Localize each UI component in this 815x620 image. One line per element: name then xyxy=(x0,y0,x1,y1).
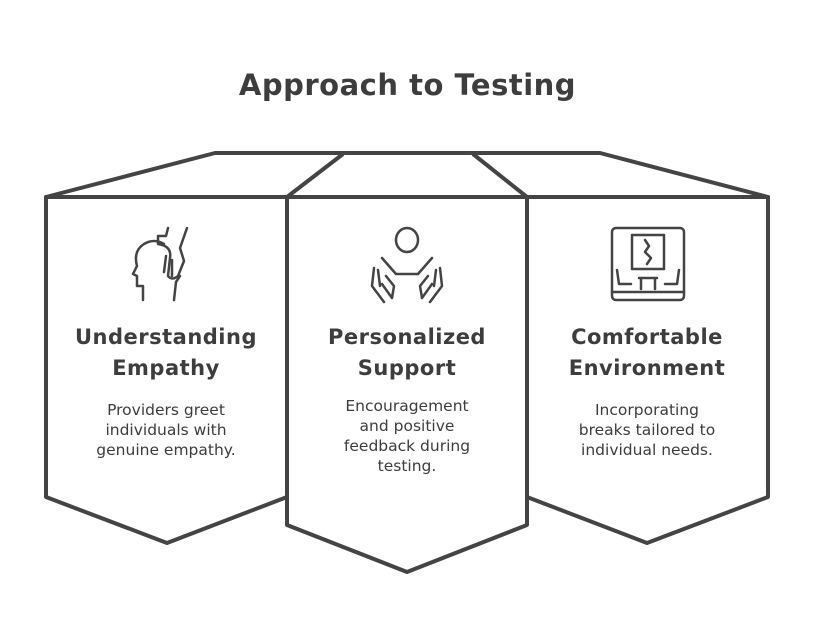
heading-line: Empathy xyxy=(112,356,220,380)
desc-line: Encouragement xyxy=(345,397,469,415)
heading-line: Support xyxy=(357,356,457,380)
roof-divider-left xyxy=(285,152,345,199)
head-hand-icon xyxy=(131,226,189,302)
column-description: Incorporating breaks tailored to individua… xyxy=(527,400,767,460)
room-icon xyxy=(610,226,686,302)
desc-line: and positive xyxy=(359,417,455,435)
column-description: Encouragement and positive feedback during… xyxy=(287,396,527,476)
desc-line: breaks tailored to xyxy=(578,421,716,439)
desc-line: testing. xyxy=(377,457,437,475)
roof xyxy=(44,151,770,199)
desc-line: feedback during xyxy=(343,437,471,455)
desc-line: Incorporating xyxy=(594,401,699,419)
diagram-title: Approach to Testing xyxy=(238,68,577,102)
panel-left xyxy=(44,195,289,545)
desc-line: genuine empathy. xyxy=(96,441,236,459)
heading-line: Environment xyxy=(568,356,726,380)
panel-middle xyxy=(285,195,529,574)
heading-line: Personalized xyxy=(328,325,486,349)
roof-divider-right xyxy=(471,152,529,199)
support-hands-icon xyxy=(370,226,444,304)
desc-line: individuals with xyxy=(105,421,227,439)
heading-line: Comfortable xyxy=(571,325,723,349)
desc-line: Providers greet xyxy=(107,401,225,419)
heading-line: Understanding xyxy=(74,325,257,349)
column-description: Providers greet individuals with genuine e… xyxy=(46,400,286,460)
desc-line: individual needs. xyxy=(581,441,713,459)
